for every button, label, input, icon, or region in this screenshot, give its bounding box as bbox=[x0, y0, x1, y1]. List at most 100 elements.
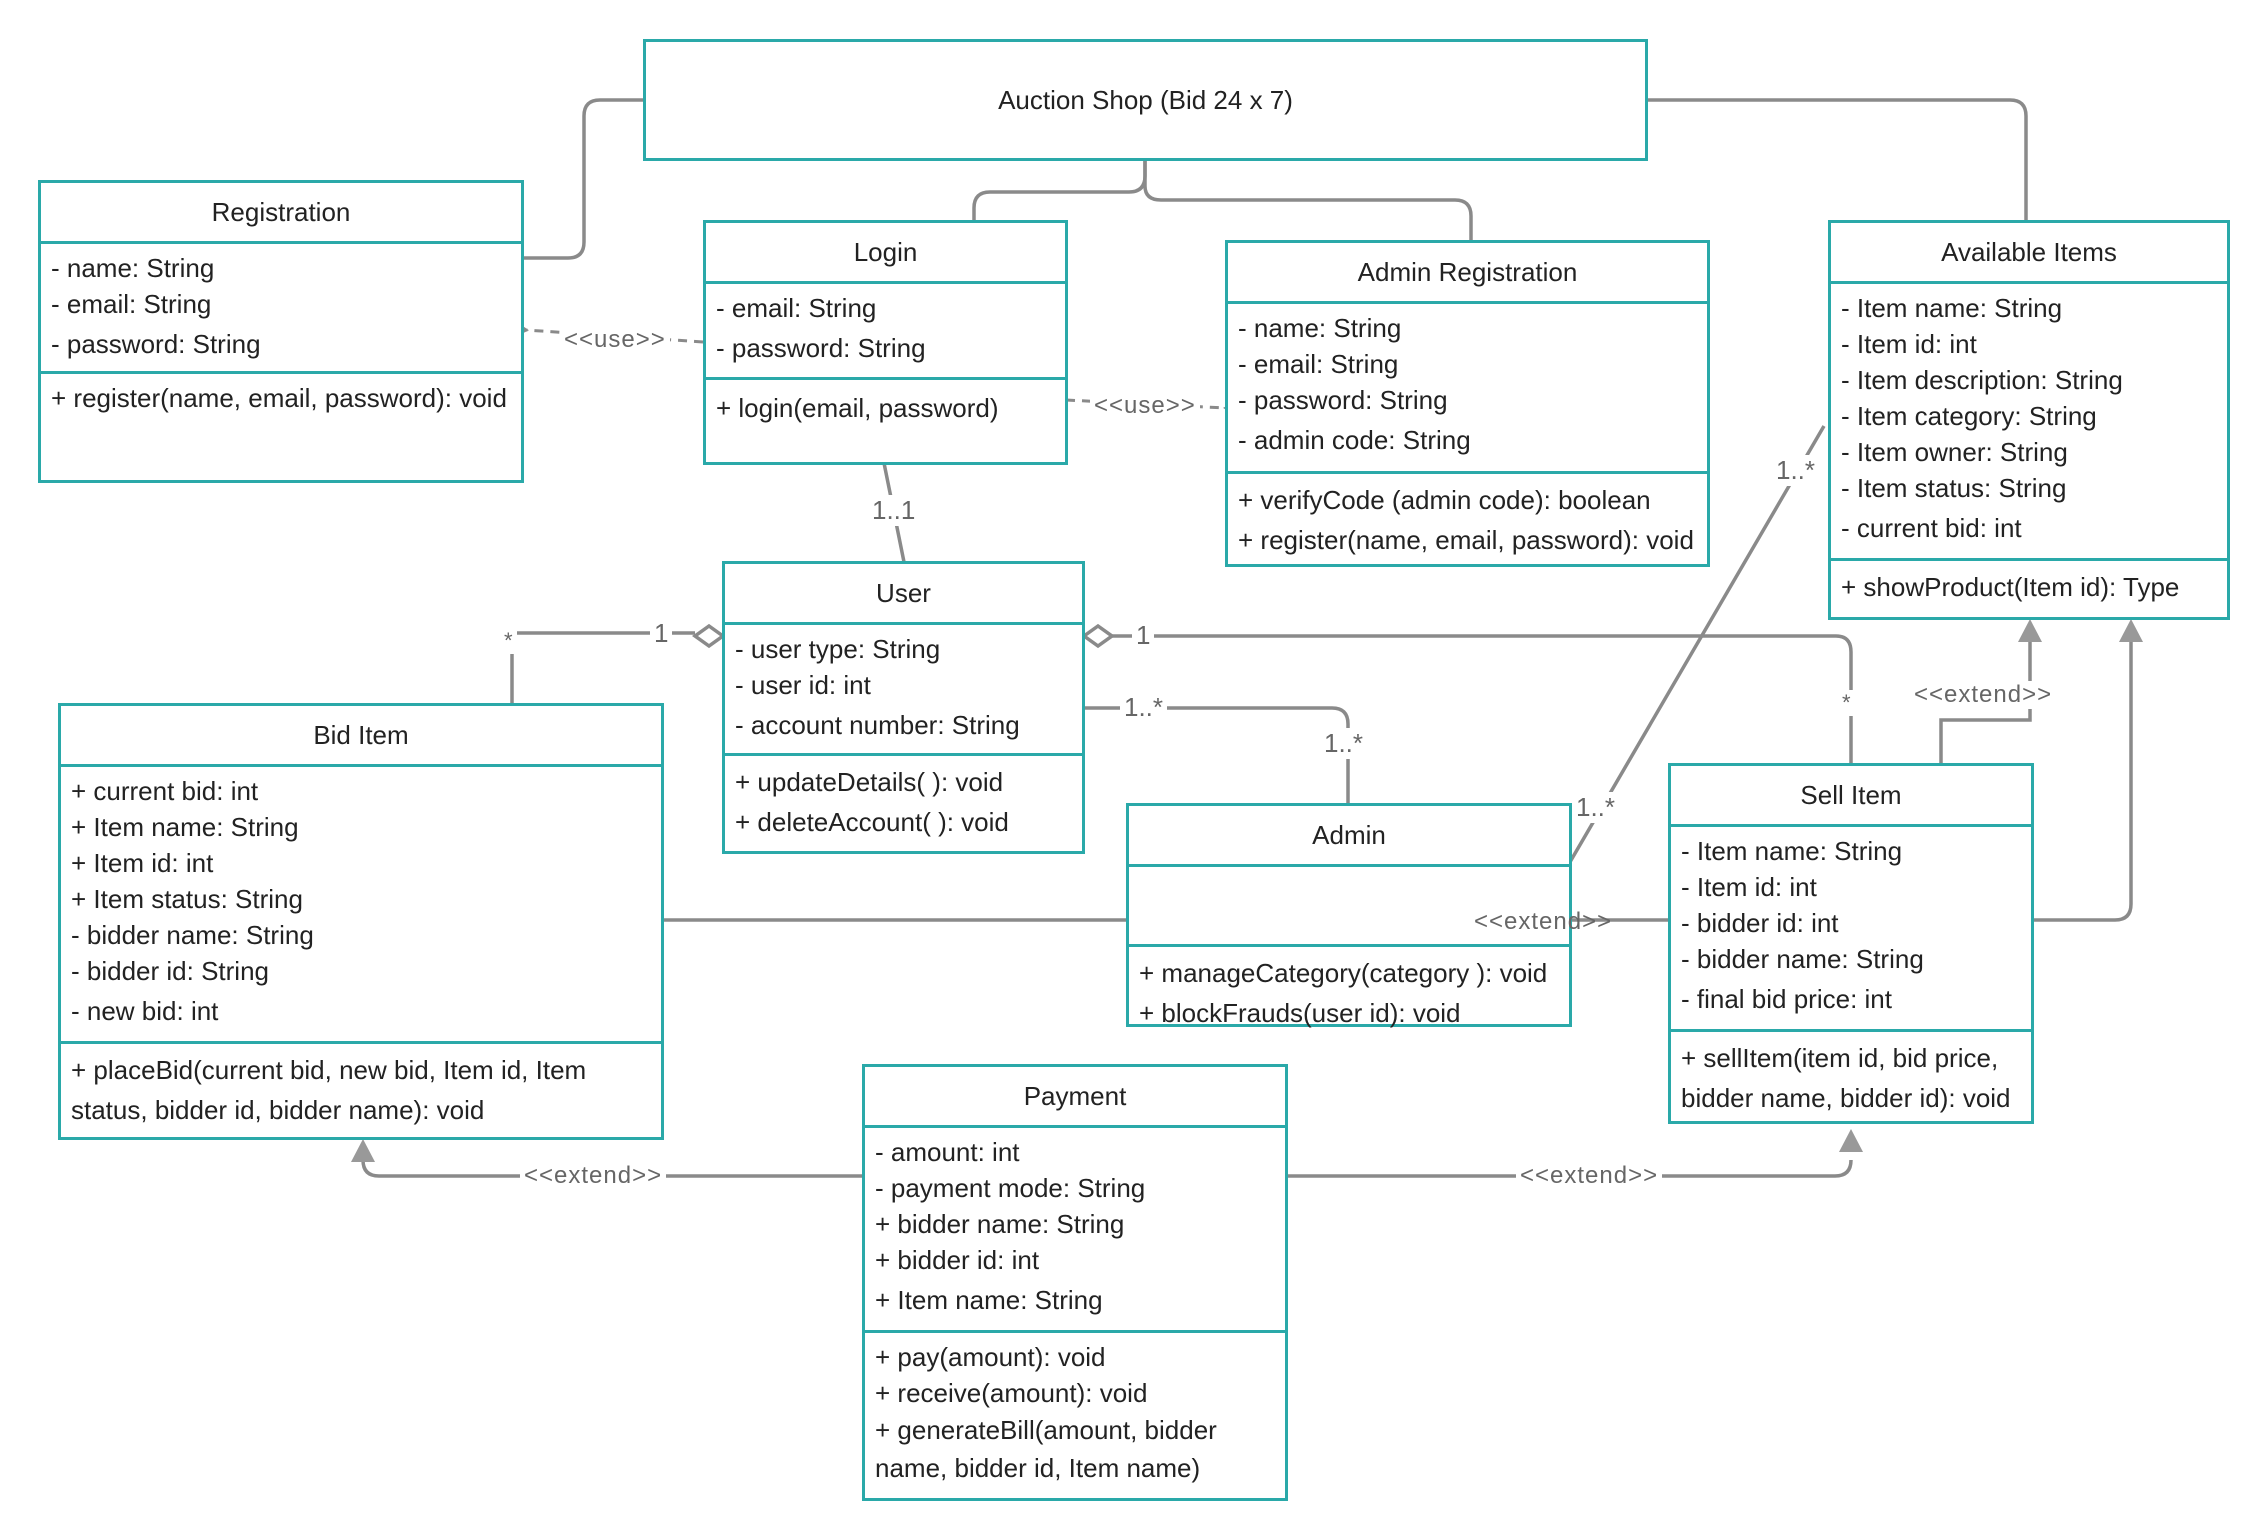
attribute: - password: String bbox=[1238, 385, 1448, 415]
class-payment-title: Payment bbox=[865, 1067, 1285, 1128]
attribute: - payment mode: String bbox=[875, 1173, 1146, 1203]
bid-item-attributes: + current bid: int + Item name: String +… bbox=[61, 767, 661, 1044]
method: + sellItem(item id, bid price, bidder na… bbox=[1681, 1043, 2011, 1113]
extend-arrowhead-avail-left bbox=[2018, 619, 2042, 642]
line-user-admin bbox=[1084, 706, 1350, 804]
class-user[interactable]: User - user type: String - user id: int … bbox=[722, 561, 1085, 854]
method: + generateBill(amount, bidder name, bidd… bbox=[875, 1415, 1217, 1483]
sell-item-methods: + sellItem(item id, bid price, bidder na… bbox=[1671, 1032, 2031, 1118]
aggregation-diamond-user bbox=[1080, 623, 1116, 649]
registration-methods: + register(name, email, password): void bbox=[41, 374, 521, 416]
method: + receive(amount): void bbox=[875, 1378, 1148, 1408]
payment-attributes: - amount: int - payment mode: String + b… bbox=[865, 1128, 1285, 1333]
method: + login(email, password) bbox=[716, 393, 999, 423]
line-payment-bid bbox=[361, 1159, 863, 1178]
attribute: - amount: int bbox=[875, 1137, 1020, 1167]
label-use-registration: <<use>> bbox=[560, 326, 670, 354]
attribute: - bidder id: String bbox=[71, 956, 269, 986]
attribute: - Item id: int bbox=[1681, 872, 1817, 902]
attribute: - final bid price: int bbox=[1681, 984, 1892, 1014]
user-methods: + updateDetails( ): void + deleteAccount… bbox=[725, 756, 1082, 842]
label-multiplicity-user-admin: 1..* bbox=[1120, 692, 1168, 723]
attribute: + Item name: String bbox=[875, 1285, 1103, 1315]
label-multiplicity-available-admin: 1..* bbox=[1772, 455, 1820, 486]
line-shop-login bbox=[972, 160, 1147, 221]
extend-arrowhead-avail-right bbox=[2119, 619, 2143, 642]
label-multiplicity-bid-one: 1 bbox=[650, 618, 673, 649]
class-auction-shop-title: Auction Shop (Bid 24 x 7) bbox=[998, 85, 1293, 115]
method: + showProduct(Item id): Type bbox=[1841, 572, 2180, 602]
admin-registration-methods: + verifyCode (admin code): boolean + reg… bbox=[1228, 474, 1707, 560]
label-multiplicity-bid-star: * bbox=[500, 628, 517, 654]
attribute: - Item description: String bbox=[1841, 365, 2123, 395]
label-multiplicity-admin-user: 1..* bbox=[1320, 728, 1368, 759]
label-extend-payment-sell: <<extend>> bbox=[1516, 1162, 1663, 1190]
label-use-adminreg: <<use>> bbox=[1090, 392, 1200, 420]
method: + register(name, email, password): void bbox=[51, 383, 507, 413]
attribute: + current bid: int bbox=[71, 776, 259, 806]
attribute: - Item name: String bbox=[1681, 836, 1903, 866]
class-auction-shop[interactable]: Auction Shop (Bid 24 x 7) bbox=[643, 39, 1648, 161]
line-bid-available bbox=[662, 640, 2133, 922]
class-registration[interactable]: Registration - name: String - email: Str… bbox=[38, 180, 524, 483]
attribute: - bidder name: String bbox=[71, 920, 314, 950]
class-available-items[interactable]: Available Items - Item name: String - It… bbox=[1828, 220, 2230, 620]
attribute: - current bid: int bbox=[1841, 513, 2022, 543]
attribute: - password: String bbox=[51, 329, 261, 359]
line-sell-available bbox=[1939, 640, 2032, 764]
attribute: - name: String bbox=[51, 253, 215, 283]
attribute: - Item status: String bbox=[1841, 473, 2067, 503]
attribute: - bidder id: int bbox=[1681, 908, 1839, 938]
attribute: - Item owner: String bbox=[1841, 437, 2068, 467]
class-bid-item[interactable]: Bid Item + current bid: int + Item name:… bbox=[58, 703, 664, 1140]
attribute: - Item category: String bbox=[1841, 401, 2097, 431]
attribute: + Item id: int bbox=[71, 848, 214, 878]
attribute: - email: String bbox=[1238, 349, 1399, 379]
class-admin-registration[interactable]: Admin Registration - name: String - emai… bbox=[1225, 240, 1710, 567]
admin-attributes bbox=[1129, 867, 1569, 947]
class-login[interactable]: Login - email: String - password: String… bbox=[703, 220, 1068, 465]
class-login-title: Login bbox=[706, 223, 1065, 284]
attribute: - password: String bbox=[716, 333, 926, 363]
attribute: - admin code: String bbox=[1238, 425, 1471, 455]
class-payment[interactable]: Payment - amount: int - payment mode: St… bbox=[862, 1064, 1288, 1501]
sell-item-attributes: - Item name: String - Item id: int - bid… bbox=[1671, 827, 2031, 1032]
admin-registration-attributes: - name: String - email: String - passwor… bbox=[1228, 304, 1707, 474]
label-multiplicity-admin-available: 1..* bbox=[1572, 792, 1620, 823]
class-admin-title: Admin bbox=[1129, 806, 1569, 867]
line-payment-sell bbox=[1286, 1159, 1853, 1178]
line-shop-registration bbox=[522, 98, 645, 260]
method: + updateDetails( ): void bbox=[735, 767, 1004, 797]
admin-methods: + manageCategory(category ): void + bloc… bbox=[1129, 947, 1569, 1033]
class-user-title: User bbox=[725, 564, 1082, 625]
label-multiplicity-sell-star: * bbox=[1838, 690, 1855, 716]
attribute: + bidder name: String bbox=[875, 1209, 1125, 1239]
login-attributes: - email: String - password: String bbox=[706, 284, 1065, 380]
method: + pay(amount): void bbox=[875, 1342, 1106, 1372]
extend-arrowhead-bid bbox=[351, 1139, 375, 1162]
label-extend-bid-available: <<extend>> bbox=[1474, 908, 1613, 935]
class-bid-item-title: Bid Item bbox=[61, 706, 661, 767]
class-admin[interactable]: Admin + manageCategory(category ): void … bbox=[1126, 803, 1572, 1028]
label-multiplicity-login-user: 1..1 bbox=[868, 495, 920, 526]
method: + register(name, email, password): void bbox=[1238, 525, 1694, 555]
class-sell-item[interactable]: Sell Item - Item name: String - Item id:… bbox=[1668, 763, 2034, 1124]
bid-item-methods: + placeBid(current bid, new bid, Item id… bbox=[61, 1044, 661, 1130]
line-admin-available bbox=[1568, 425, 1826, 863]
method: + manageCategory(category ): void bbox=[1139, 958, 1548, 988]
attribute: - user id: int bbox=[735, 670, 871, 700]
class-registration-title: Registration bbox=[41, 183, 521, 244]
line-user-sell bbox=[1112, 634, 1853, 764]
line-shop-available bbox=[1646, 98, 2028, 221]
attribute: - user type: String bbox=[735, 634, 941, 664]
label-multiplicity-user-one: 1 bbox=[1132, 620, 1155, 651]
attribute: - bidder name: String bbox=[1681, 944, 1924, 974]
attribute: - new bid: int bbox=[71, 996, 219, 1026]
class-available-items-title: Available Items bbox=[1831, 223, 2227, 284]
available-items-methods: + showProduct(Item id): Type bbox=[1831, 561, 2227, 607]
method: + verifyCode (admin code): boolean bbox=[1238, 485, 1651, 515]
payment-methods: + pay(amount): void + receive(amount): v… bbox=[865, 1333, 1285, 1487]
attribute: - account number: String bbox=[735, 710, 1020, 740]
attribute: - Item name: String bbox=[1841, 293, 2063, 323]
attribute: - email: String bbox=[51, 289, 212, 319]
